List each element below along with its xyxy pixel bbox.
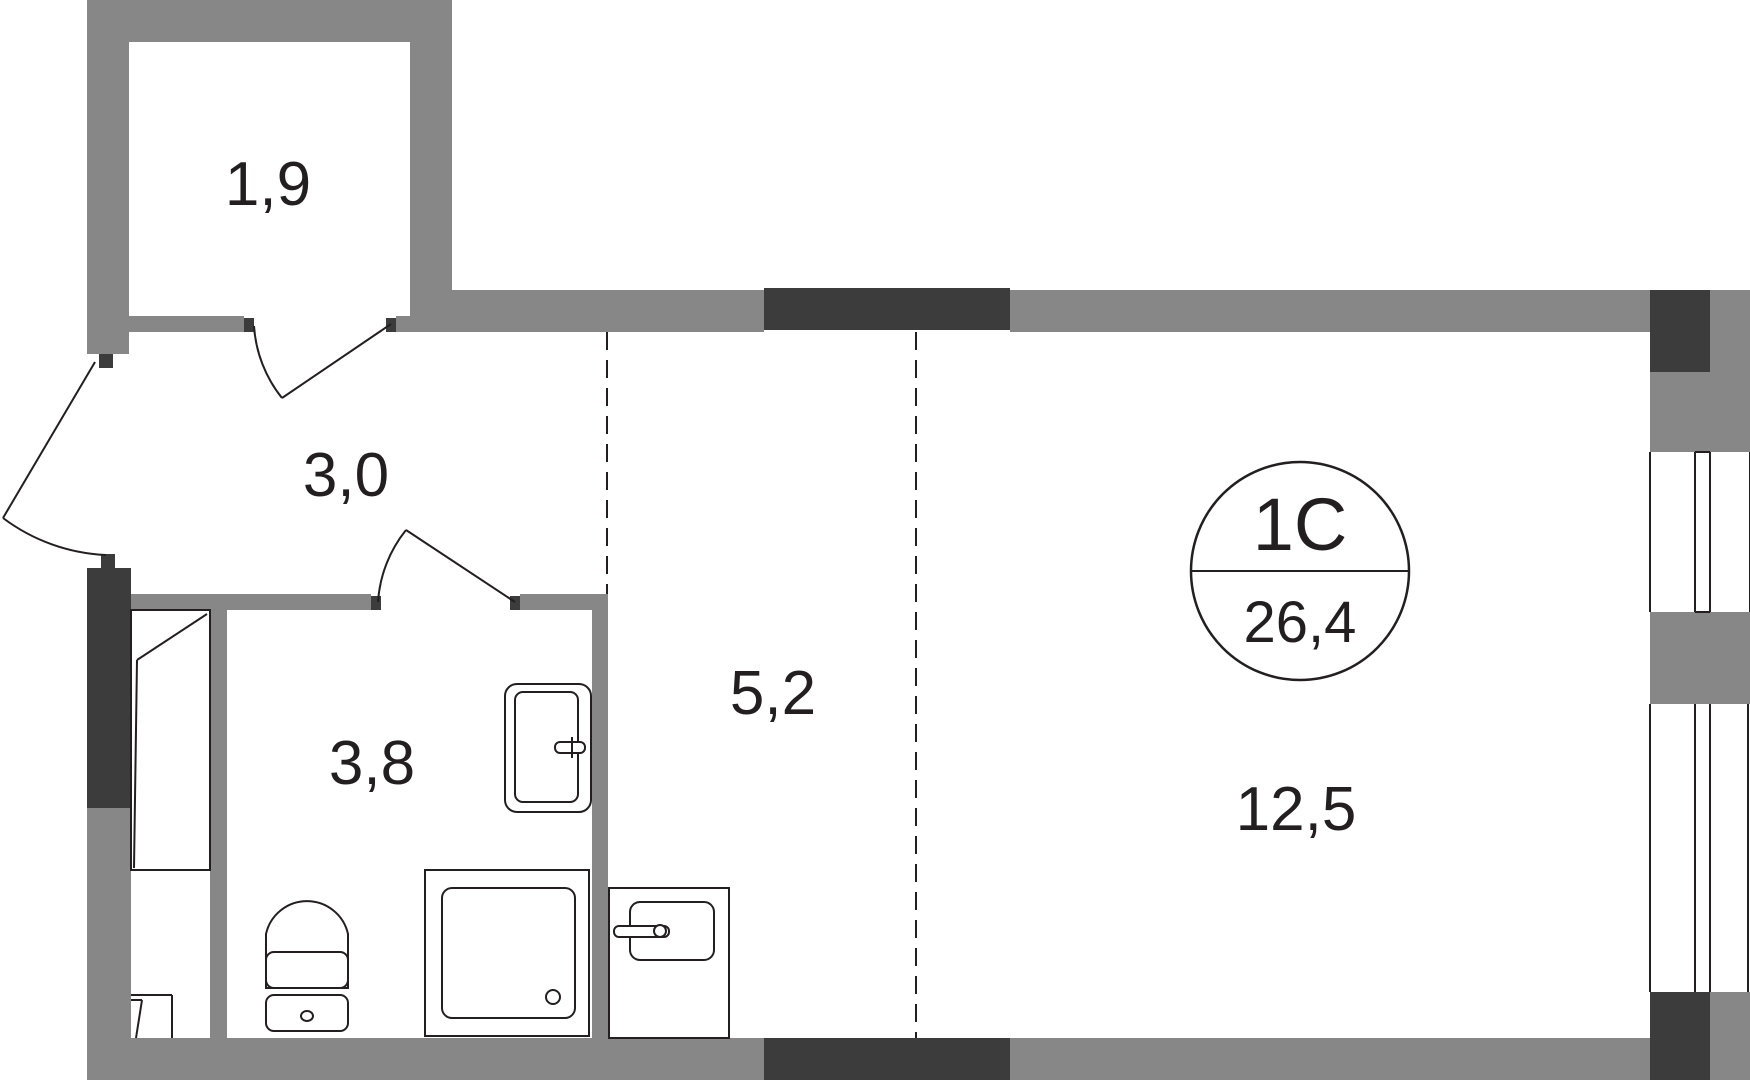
right-wall-pier-2 [1650, 612, 1750, 704]
jamb [101, 554, 115, 568]
storage-wall-right [410, 0, 452, 332]
left-wall-lower [87, 808, 131, 1080]
room-labels: 1,9 3,0 3,8 5,2 12,5 [225, 150, 1356, 844]
jamb [99, 354, 113, 368]
room-area-bathroom: 3,8 [329, 729, 415, 798]
washer-icon [131, 994, 173, 1039]
walls-dark [87, 288, 1710, 1080]
zone-dividers [606, 332, 917, 1038]
toilet-icon [265, 900, 349, 1032]
jamb [371, 596, 381, 610]
right-wall-corner [1710, 992, 1750, 1080]
walls [87, 0, 1750, 1080]
window-icon [1649, 451, 1750, 992]
bath-partition-top-right [520, 594, 608, 610]
right-wall-outer-top [1710, 290, 1750, 452]
right-wall-pier-1 [1650, 372, 1710, 452]
bath-partition-right [592, 594, 608, 1038]
left-wall-entrance-pier [87, 332, 129, 354]
storage-partition-left [129, 316, 244, 332]
top-window-lintel [764, 288, 1010, 330]
storage-wall-left [87, 0, 129, 354]
bottom-wall-left [87, 1038, 764, 1080]
bottom-window-lintel [764, 1038, 1010, 1080]
door-swing-icon [2, 323, 516, 603]
top-wall-right [1010, 290, 1650, 332]
room-area-kitchen: 5,2 [730, 659, 816, 728]
bath-divider [210, 610, 227, 1038]
bottom-wall-right [1010, 1038, 1672, 1080]
right-wall-dark-bottom [1650, 992, 1710, 1080]
room-area-hallway: 3,0 [303, 441, 389, 510]
storage-partition-right [396, 316, 410, 332]
apartment-type: 1С [1253, 483, 1348, 566]
bath-partition-top-left [131, 594, 371, 610]
top-wall-left [452, 290, 764, 332]
room-badge-icon: 1С 26,4 [1189, 460, 1411, 682]
kitchen-sink-icon [608, 887, 730, 1039]
jamb [510, 596, 520, 610]
jamb [244, 318, 254, 332]
apartment-total-area: 26,4 [1244, 590, 1357, 655]
right-wall-dark-top [1650, 290, 1710, 372]
left-wall-dark [87, 568, 131, 808]
room-area-living: 12,5 [1236, 775, 1357, 844]
bathtub-icon [130, 609, 211, 871]
sink-icon [504, 683, 592, 813]
room-area-storage: 1,9 [225, 150, 311, 219]
shower-tray-icon [424, 869, 590, 1037]
storage-wall-top [87, 0, 452, 42]
